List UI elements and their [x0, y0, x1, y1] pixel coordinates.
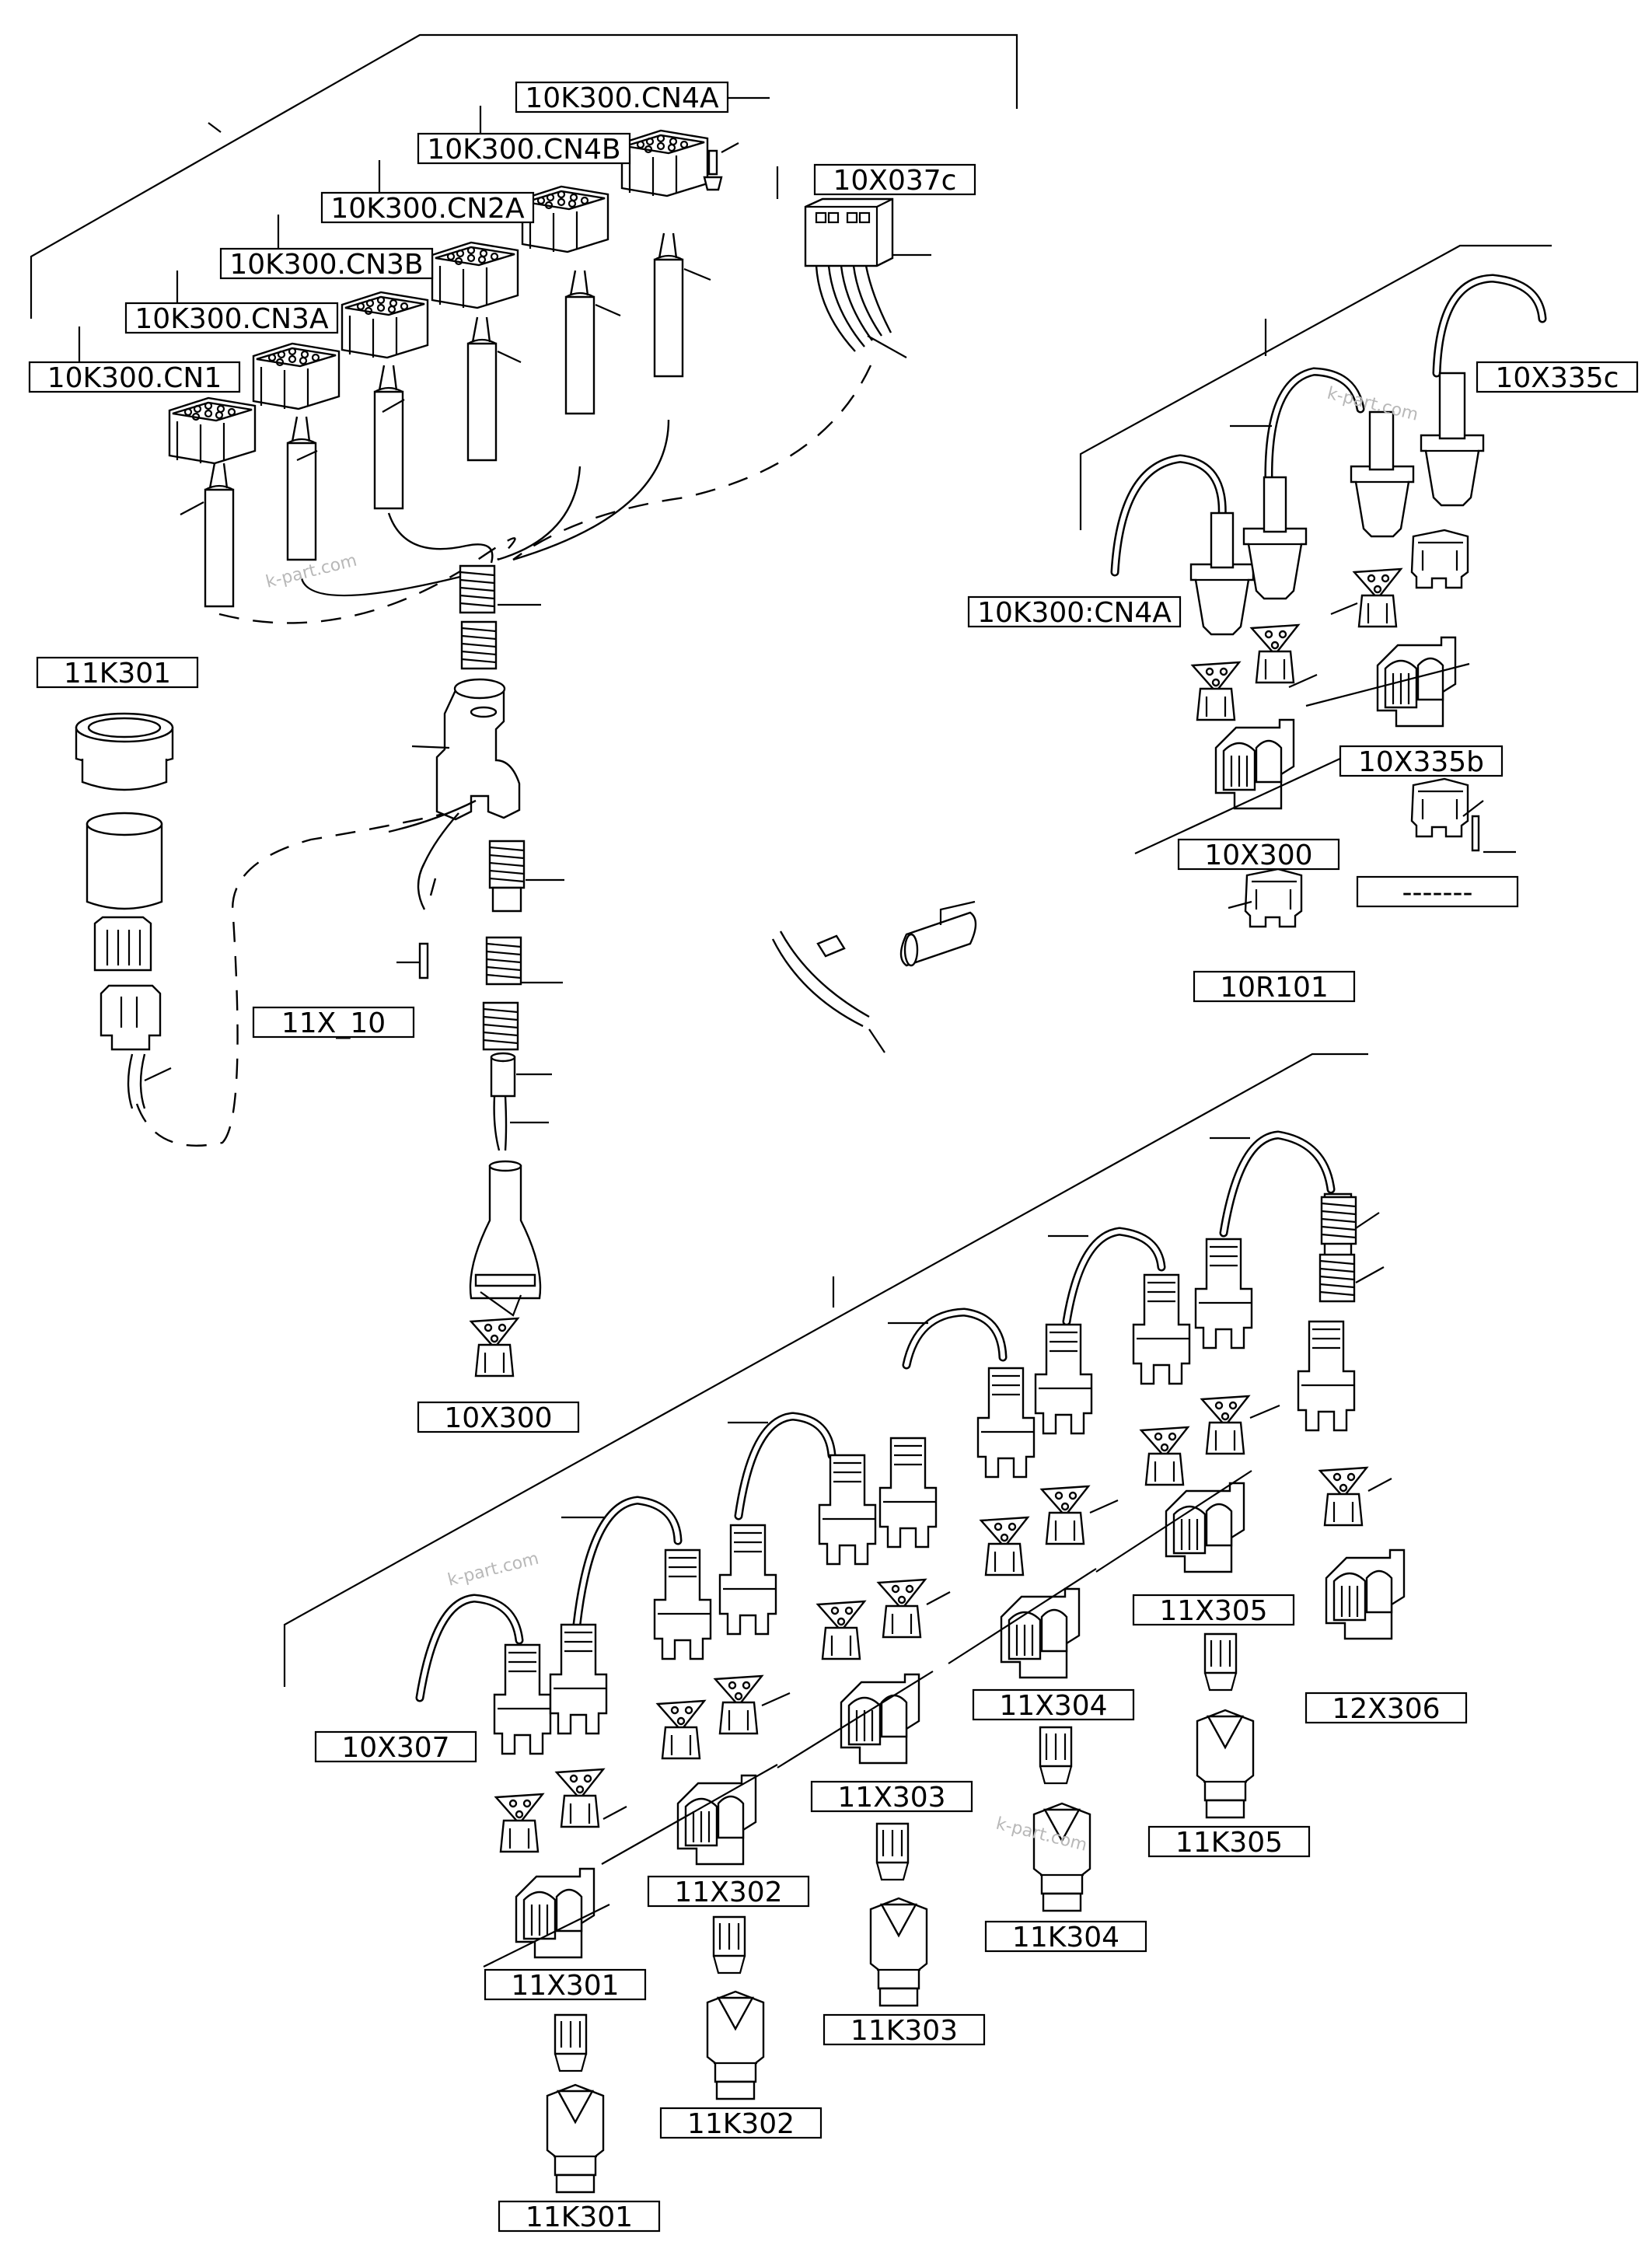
- svg-text:11K304: 11K304: [1012, 1922, 1119, 1953]
- svg-text:10R101: 10R101: [1220, 972, 1329, 1004]
- svg-text:11X303: 11X303: [837, 1782, 945, 1814]
- label-10k300-cn2a: 10K300.CN2A: [320, 191, 535, 225]
- label-10x037c: 10X037c: [813, 163, 976, 197]
- label-dashes: -------: [1356, 875, 1519, 909]
- svg-text:10K300.CN3B: 10K300.CN3B: [229, 249, 423, 281]
- label-10k300-cn1: 10K300.CN1: [28, 361, 241, 394]
- label-11k303: 11K303: [823, 2013, 986, 2047]
- svg-text:10K300.CN4A: 10K300.CN4A: [525, 82, 719, 114]
- svg-text:10X037c: 10X037c: [833, 165, 957, 197]
- svg-text:11X301: 11X301: [511, 1970, 619, 2002]
- label-10x307: 10X307: [314, 1730, 477, 1764]
- label-10k300-cn3a: 10K300.CN3A: [124, 302, 339, 335]
- svg-text:11X_10: 11X_10: [281, 1007, 386, 1039]
- svg-text:-------: -------: [1402, 877, 1473, 909]
- label-10x300-right: 10X300: [1177, 838, 1340, 871]
- label-10x335c: 10X335c: [1476, 361, 1639, 394]
- label-11k305: 11K305: [1147, 1825, 1311, 1859]
- label-11x305: 11X305: [1132, 1594, 1295, 1627]
- svg-text:11K305: 11K305: [1175, 1827, 1283, 1859]
- svg-text:11K301: 11K301: [526, 2201, 633, 2233]
- central-harness-group: [388, 564, 564, 1377]
- label-10k300-cn4b: 10K300.CN4B: [417, 132, 631, 166]
- svg-text:10X307: 10X307: [341, 1732, 449, 1764]
- label-12x306: 12X306: [1304, 1692, 1468, 1725]
- svg-text:10X335c: 10X335c: [1496, 362, 1619, 394]
- label-10k300-cn3b: 10K300.CN3B: [219, 247, 434, 281]
- svg-text:11K303: 11K303: [850, 2015, 958, 2047]
- switch-11k301-group: [75, 712, 467, 1147]
- label-11k301-bottom: 11K301: [498, 2200, 661, 2233]
- label-10x300-center: 10X300: [417, 1401, 580, 1434]
- label-10x335b: 10X335b: [1339, 745, 1504, 778]
- svg-text:10K300.CN1: 10K300.CN1: [47, 362, 222, 394]
- svg-text:10X335b: 10X335b: [1358, 746, 1484, 778]
- label-10k300-cn4a: 10K300.CN4A: [515, 81, 729, 114]
- label-10r101: 10R101: [1193, 970, 1356, 1004]
- svg-text:12X306: 12X306: [1332, 1693, 1440, 1725]
- label-11k304: 11K304: [984, 1920, 1147, 1953]
- label-11x301: 11X301: [484, 1968, 647, 2002]
- svg-text:10K300.CN3A: 10K300.CN3A: [134, 303, 329, 335]
- svg-text:11X302: 11X302: [674, 1877, 782, 1908]
- svg-text:11K302: 11K302: [687, 2108, 795, 2140]
- label-11k301-top: 11K301: [36, 656, 199, 690]
- svg-text:10K300.CN4B: 10K300.CN4B: [427, 134, 620, 166]
- bottom-sensor-group: [283, 1053, 1406, 2194]
- top-right-connector-group: [1079, 244, 1552, 928]
- svg-text:11X304: 11X304: [999, 1690, 1107, 1722]
- label-11x304: 11X304: [972, 1688, 1135, 1722]
- label-11x303: 11X303: [810, 1780, 973, 1814]
- label-10k300-cn4a-right: 10K300:CN4A: [967, 595, 1182, 629]
- tie-strap-and-sleeve: [771, 900, 977, 1053]
- svg-text:10X300: 10X300: [1204, 840, 1312, 871]
- svg-text:10X300: 10X300: [444, 1402, 552, 1434]
- label-11x-10: 11X_10: [252, 1006, 415, 1039]
- svg-text:11X305: 11X305: [1159, 1595, 1267, 1627]
- label-11x302: 11X302: [647, 1875, 810, 1908]
- top-left-connector-group: [30, 33, 1018, 624]
- svg-text:11K301: 11K301: [64, 658, 171, 690]
- svg-text:10K300:CN4A: 10K300:CN4A: [977, 597, 1172, 629]
- svg-text:10K300.CN2A: 10K300.CN2A: [330, 193, 525, 225]
- label-11k302: 11K302: [659, 2107, 823, 2140]
- watermark: k-part.com: [445, 1549, 540, 1590]
- callout-labels: 10K300.CN4A 10K300.CN4B 10K300.CN2A 10K3…: [28, 81, 1639, 2233]
